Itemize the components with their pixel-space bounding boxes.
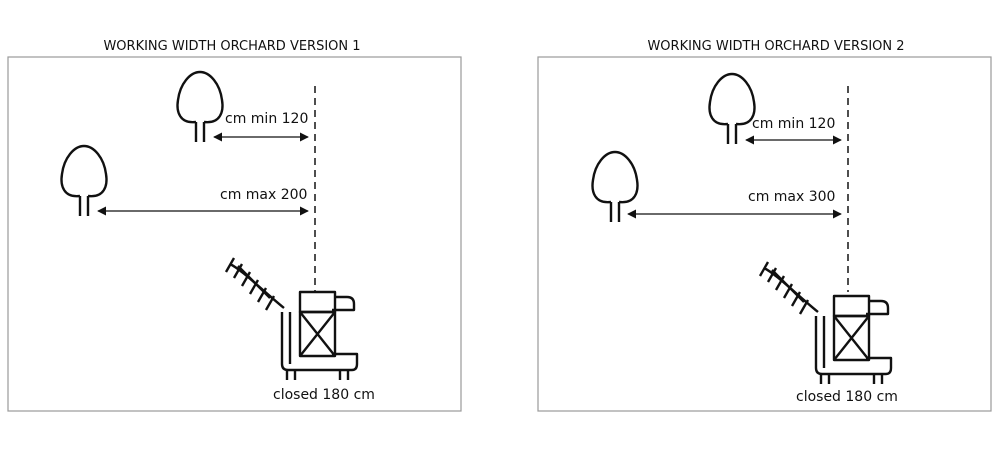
mulcher-machine-icon (224, 256, 359, 382)
max-distance-label: cm max 200 (220, 187, 307, 203)
max-distance-label: cm max 300 (748, 189, 835, 205)
panel-title: WORKING WIDTH ORCHARD VERSION 1 (103, 39, 360, 54)
min-distance-label: cm min 120 (752, 116, 835, 132)
closed-width-label: closed 180 cm (796, 389, 898, 405)
panel-title: WORKING WIDTH ORCHARD VERSION 2 (647, 39, 904, 54)
panel-frame (537, 56, 992, 412)
tree-icon-near (176, 70, 224, 144)
panel-version-2: WORKING WIDTH ORCHARD VERSION 2 cm min 1… (537, 39, 992, 412)
panel-version-1: WORKING WIDTH ORCHARD VERSION 1 cm min 1… (7, 39, 462, 412)
tree-icon-far (591, 150, 639, 224)
min-distance-label: cm min 120 (225, 111, 308, 127)
tree-icon-near (708, 72, 756, 146)
closed-width-label: closed 180 cm (273, 387, 375, 403)
mulcher-machine-icon (758, 260, 893, 386)
panel-frame (7, 56, 462, 412)
tree-icon-far (60, 144, 108, 218)
